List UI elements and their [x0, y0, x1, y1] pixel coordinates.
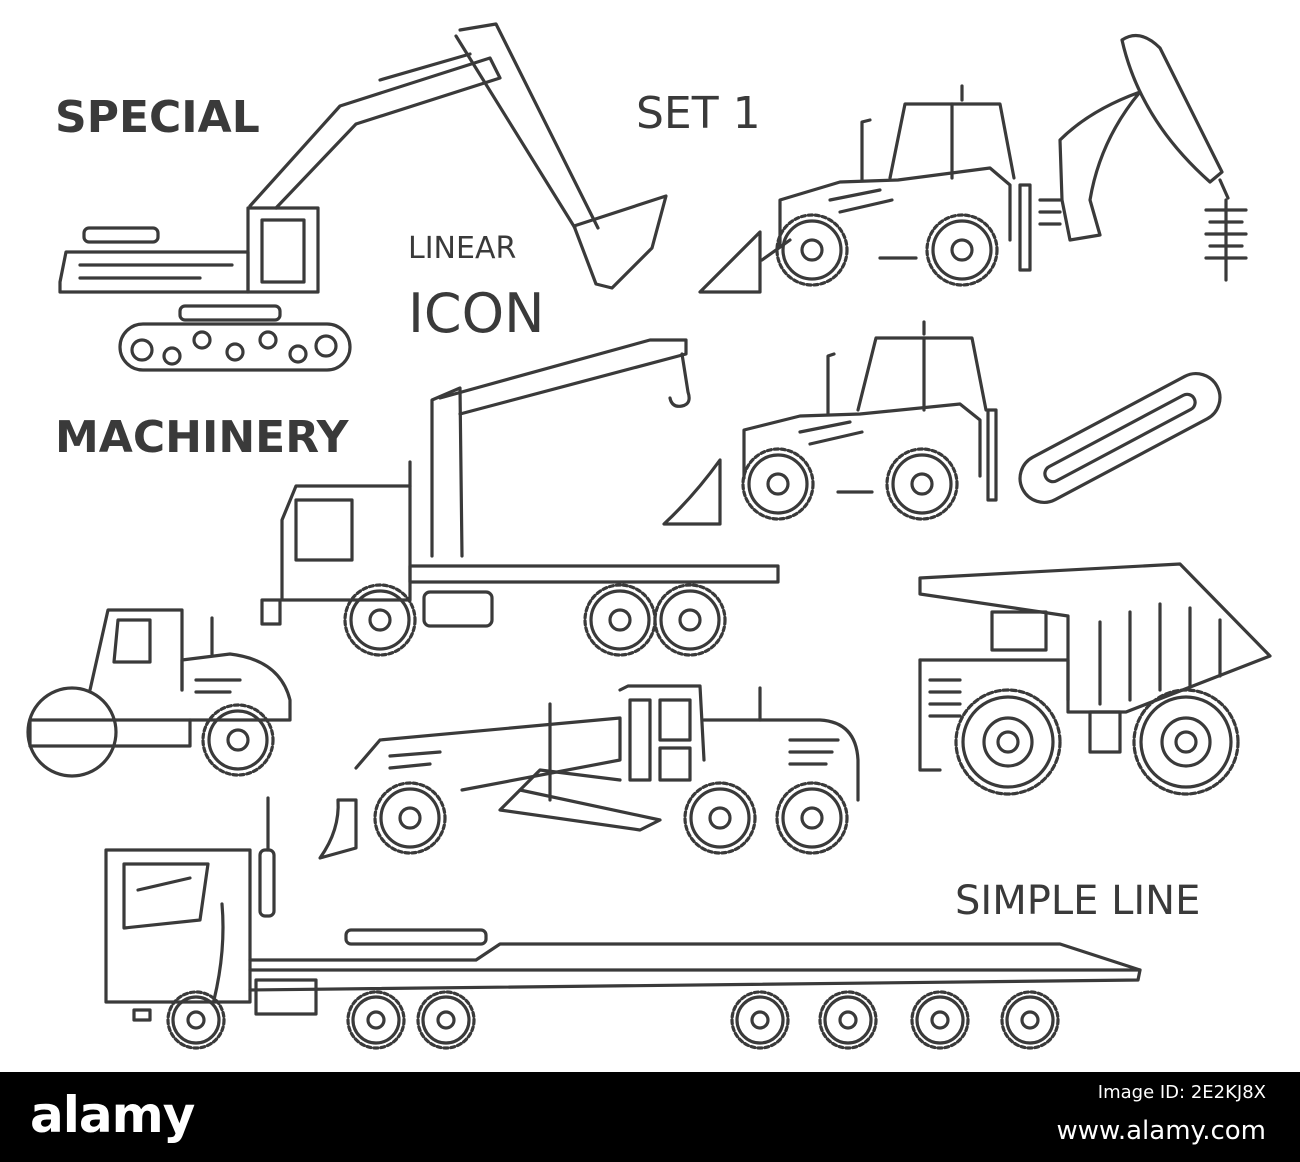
machinery-illustration: SPECIAL SET 1 LINEAR ICON MACHINERY SIMP…	[26, 22, 1272, 1050]
backhoe-loader-icon	[698, 33, 1248, 294]
label-set: SET 1	[636, 88, 761, 139]
label-machinery: MACHINERY	[55, 412, 350, 463]
watermark-bar: alamy Image ID: 2E2KJ8X www.alamy.com	[0, 1072, 1300, 1162]
label-icon: ICON	[408, 282, 545, 345]
alamy-logo: alamy	[30, 1086, 195, 1144]
excavator-icon	[58, 22, 668, 372]
road-roller-icon	[26, 608, 292, 778]
lowboy-trailer-icon	[104, 796, 1142, 1050]
label-simple-line: SIMPLE LINE	[955, 878, 1200, 924]
motor-grader-icon	[318, 684, 860, 860]
site-url: www.alamy.com	[1056, 1116, 1266, 1146]
image-id: Image ID: 2E2KJ8X	[1097, 1082, 1266, 1103]
dump-truck-icon	[918, 562, 1272, 796]
label-linear: LINEAR	[408, 231, 516, 266]
trencher-icon	[662, 320, 1222, 526]
crane-truck-icon	[260, 338, 780, 657]
label-special: SPECIAL	[55, 92, 260, 143]
